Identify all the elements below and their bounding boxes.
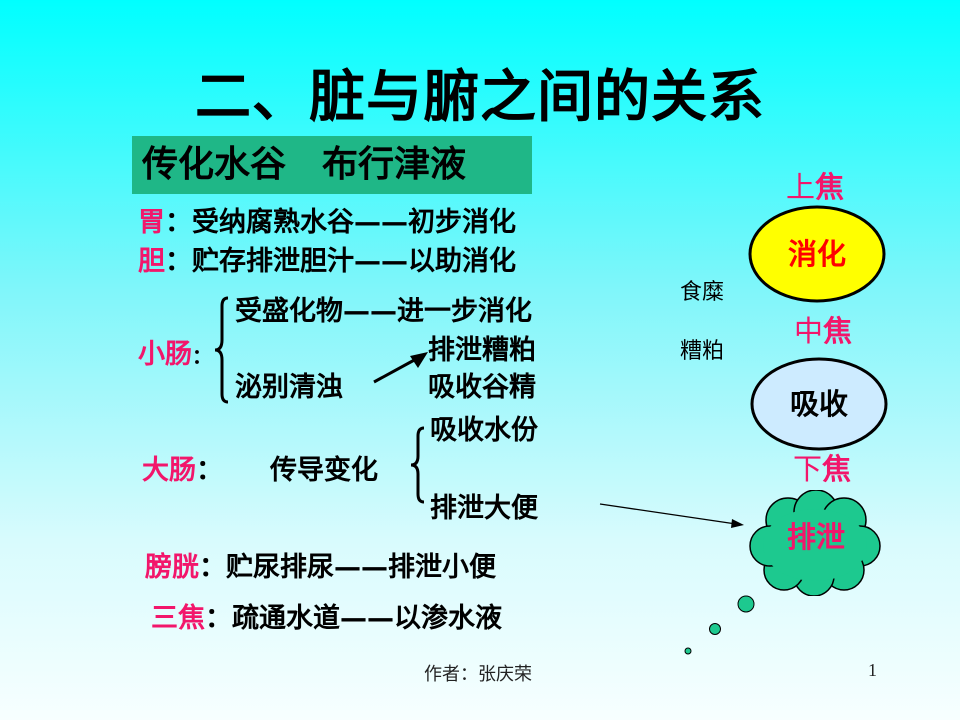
organ-row-dan: 胆：贮存排泄胆汁——以助消化: [138, 245, 516, 279]
organ-name-dachang: 大肠: [142, 455, 196, 486]
organ-row-pangguang: 膀胱：贮尿排尿——排泄小便: [145, 551, 496, 585]
ellipse-absorb: [750, 357, 888, 451]
slide-title: 二、脏与腑之间的关系: [195, 65, 765, 130]
organ-desc-sanjiao: 疏通水道——以渗水液: [232, 603, 502, 634]
organ-desc-dan: 贮存排泄胆汁——以助消化: [192, 246, 516, 277]
brace-icon: [410, 426, 425, 504]
dachang-result2: 排泄大便: [430, 493, 538, 524]
arrow-icon: [373, 352, 428, 384]
banner-heading: 传化水谷 布行津液: [132, 136, 532, 194]
organ-name-xiaochang: 小肠: [138, 339, 192, 370]
organ-name-sanjiao: 三焦: [151, 603, 205, 634]
separator: ：: [165, 246, 192, 277]
organ-row-dachang: 大肠：: [142, 454, 223, 488]
thought-bubbles-icon: [684, 595, 755, 655]
cloud-excrete: [749, 490, 881, 596]
separator: ：: [205, 603, 232, 634]
label-zhongjiao: 中焦: [794, 314, 853, 348]
excrete-label: 排泄: [786, 520, 845, 554]
separator: ：: [192, 344, 212, 368]
waste-label: 糟粕: [680, 338, 725, 363]
organ-name-wei: 胃: [138, 207, 165, 238]
separator: ：: [196, 455, 223, 486]
page-number: 1: [868, 660, 877, 680]
organ-name-pangguang: 膀胱: [145, 552, 199, 583]
organ-name-dan: 胆: [138, 246, 165, 277]
organ-row-wei: 胃：受纳腐熟水谷——初步消化: [138, 206, 516, 240]
dachang-main: 传导变化: [270, 455, 378, 486]
organ-desc-pangguang: 贮尿排尿——排泄小便: [226, 552, 496, 583]
separator: ：: [165, 207, 192, 238]
ellipse-digest: [748, 205, 886, 303]
xiaochang-branch2: 泌别清浊: [235, 372, 343, 403]
food-label: 食糜: [680, 279, 725, 304]
xiaochang-result2: 吸收谷精: [428, 372, 536, 403]
separator: ：: [199, 552, 226, 583]
arrow-to-excrete-icon: [599, 503, 744, 528]
absorb-label: 吸收: [789, 387, 848, 421]
brace-icon: [214, 296, 229, 404]
xiaochang-result1: 排泄糟粕: [428, 335, 536, 366]
organ-row-xiaochang: 小肠：: [138, 338, 212, 373]
dachang-result1: 吸收水份: [430, 415, 538, 446]
organ-desc-wei: 受纳腐熟水谷——初步消化: [192, 207, 516, 238]
label-shangjiao: 上焦: [786, 170, 845, 204]
footer-author: 作者：张庆荣: [424, 664, 532, 684]
xiaochang-branch1: 受盛化物——进一步消化: [235, 296, 532, 327]
organ-row-sanjiao: 三焦：疏通水道——以渗水液: [151, 602, 502, 636]
digest-label: 消化: [787, 237, 846, 271]
label-xiajiao: 下焦: [793, 452, 852, 486]
